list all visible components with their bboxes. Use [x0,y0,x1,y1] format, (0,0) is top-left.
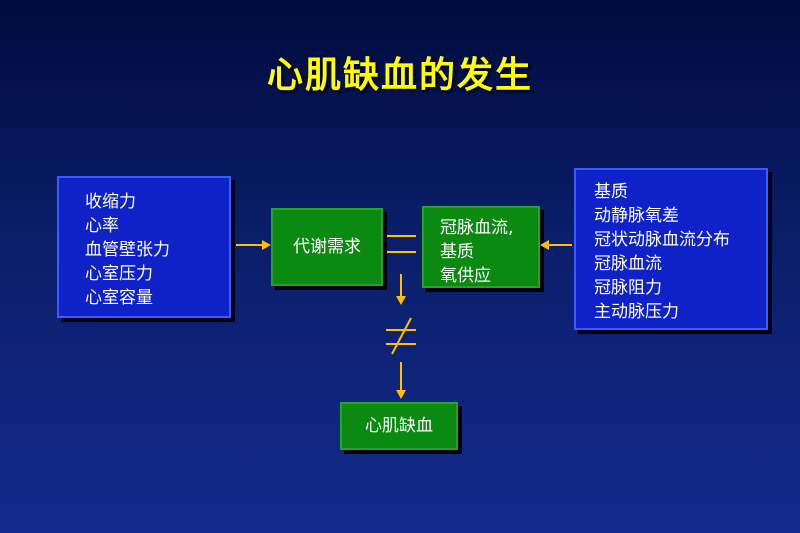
list-item: 主动脉压力 [594,302,679,322]
oxygen-supply-box: 冠脉血流, 基质 氧供应 [422,206,540,288]
list-item: 基质 [594,182,628,202]
list-item: 基质 [440,242,474,262]
list-item: 血管壁张力 [85,240,170,260]
demand-factors-list: 收缩力 心率 血管壁张力 心室压力 心室容量 [85,190,229,310]
list-item: 冠脉血流 [594,254,662,274]
list-item: 心室压力 [85,264,153,284]
myocardial-ischemia-box: 心肌缺血 [340,402,458,450]
list-item: 冠脉阻力 [594,278,662,298]
equals-sign-icon [387,235,416,253]
arrow-down-icon [396,362,406,399]
list-item: 心率 [85,216,119,236]
page-title: 心肌缺血的发生 [266,55,533,96]
list-item: 收缩力 [85,192,136,212]
supply-list: 冠脉血流, 基质 氧供应 [440,216,538,288]
list-item: 冠脉血流, [440,218,514,238]
not-equals-sign-icon [386,317,416,355]
list-item: 心室容量 [85,288,153,308]
arrow-right-icon [236,240,271,250]
metabolic-demand-label: 代谢需求 [293,237,361,257]
list-item: 冠状动脉血流分布 [594,230,730,250]
list-item: 动静脉氧差 [594,206,679,226]
arrow-down-icon [396,274,406,305]
myocardial-ischemia-label: 心肌缺血 [365,416,433,436]
metabolic-demand-box: 代谢需求 [271,208,383,286]
supply-factors-list: 基质 动静脉氧差 冠状动脉血流分布 冠脉血流 冠脉阻力 主动脉压力 [594,180,766,324]
arrow-left-icon [540,240,572,250]
supply-factors-box: 基质 动静脉氧差 冠状动脉血流分布 冠脉血流 冠脉阻力 主动脉压力 [574,168,768,330]
myocardial-demand-factors-box: 收缩力 心率 血管壁张力 心室压力 心室容量 [57,176,231,318]
list-item: 氧供应 [440,266,491,286]
